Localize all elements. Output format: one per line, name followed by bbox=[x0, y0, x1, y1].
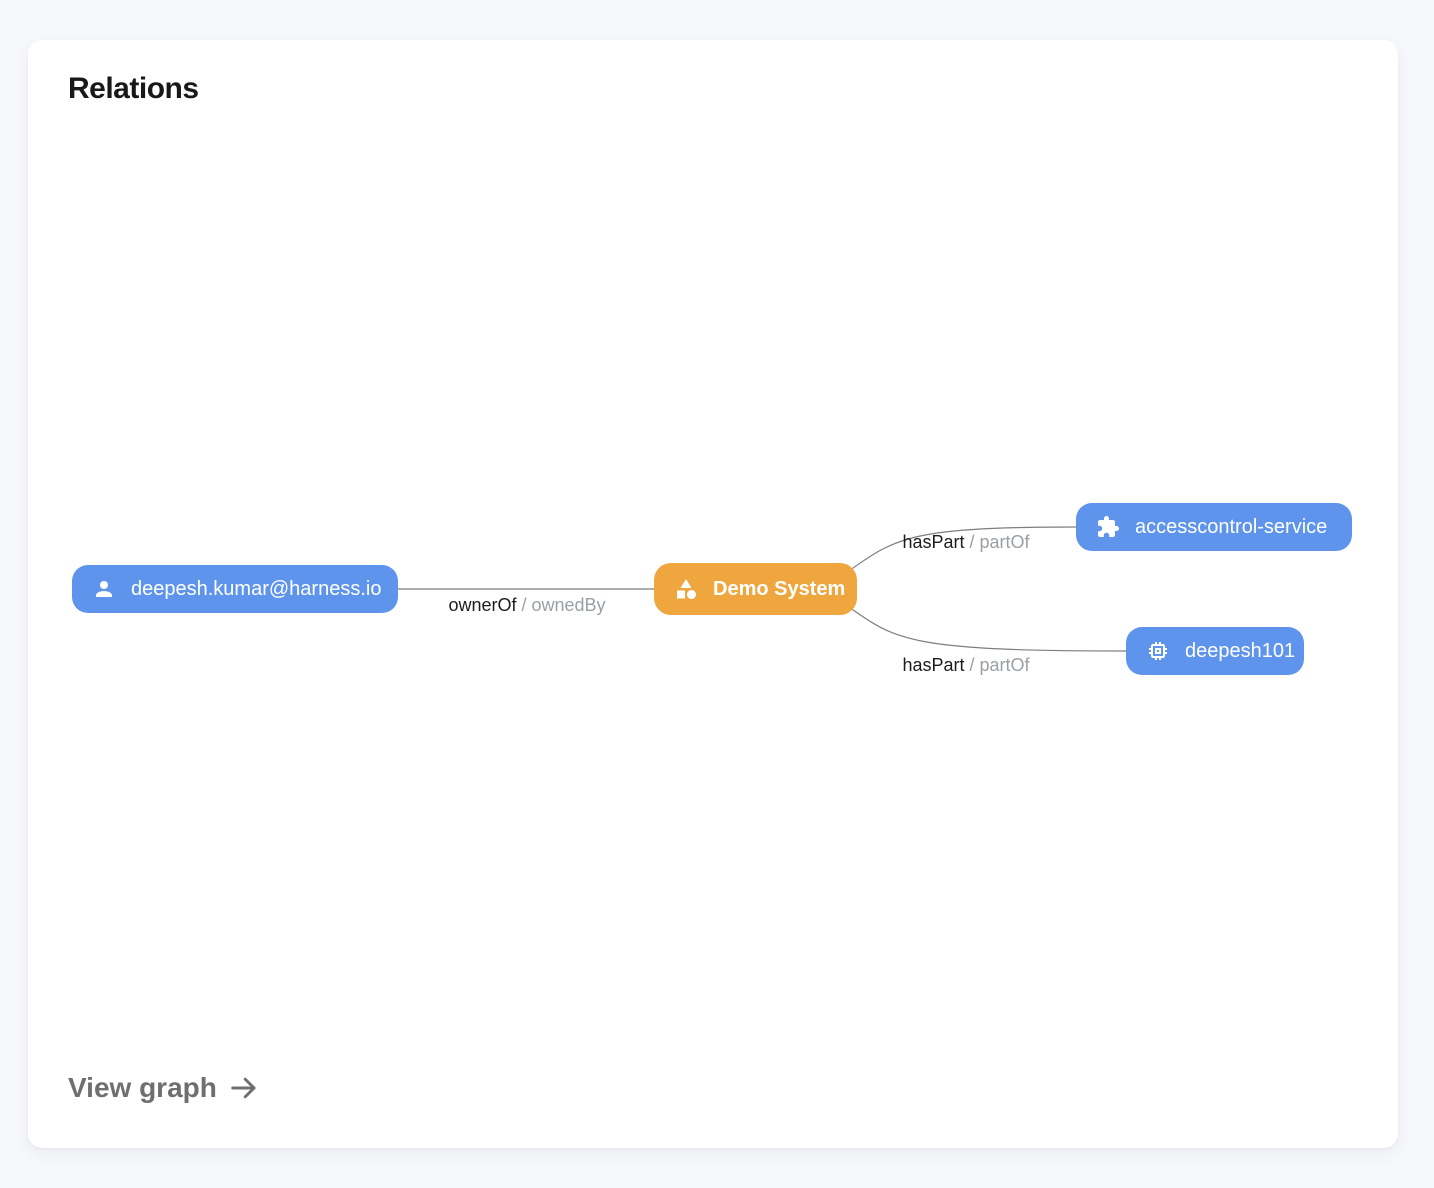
node-label: Demo System bbox=[713, 577, 846, 600]
edge-label-secondary: / partOf bbox=[969, 655, 1030, 675]
node-service[interactable]: accesscontrol-service bbox=[1076, 503, 1352, 551]
edge-label-secondary: / partOf bbox=[969, 532, 1030, 552]
edge-label-primary: hasPart bbox=[902, 532, 965, 552]
node-label: accesscontrol-service bbox=[1135, 515, 1328, 538]
edge-label-haspart-bottom: hasPart/ partOf bbox=[902, 655, 1029, 676]
arrow-right-icon bbox=[231, 1077, 256, 1099]
node-label: deepesh.kumar@harness.io bbox=[131, 577, 382, 600]
edge-label-owner: ownerOf/ ownedBy bbox=[448, 595, 605, 616]
relations-card: Relations deepesh.kumar@harness.io Demo … bbox=[28, 40, 1398, 1148]
view-graph-label: View graph bbox=[68, 1072, 217, 1103]
memory-icon bbox=[1146, 639, 1170, 663]
category-icon bbox=[674, 577, 698, 601]
card-title: Relations bbox=[68, 72, 199, 105]
person-icon bbox=[92, 577, 116, 601]
edge-label-primary: ownerOf bbox=[448, 595, 517, 615]
edge-label-secondary: / ownedBy bbox=[521, 595, 606, 615]
view-graph-link[interactable]: View graph bbox=[68, 1072, 259, 1104]
node-system[interactable]: Demo System bbox=[654, 563, 857, 615]
node-label: deepesh101 bbox=[1185, 639, 1296, 662]
node-component[interactable]: deepesh101 bbox=[1126, 627, 1304, 675]
edge-label-primary: hasPart bbox=[902, 655, 965, 675]
node-user[interactable]: deepesh.kumar@harness.io bbox=[72, 565, 398, 613]
edge-label-haspart-top: hasPart/ partOf bbox=[902, 532, 1029, 553]
extension-icon bbox=[1096, 515, 1120, 539]
edge-haspart-bottom-line bbox=[848, 606, 1127, 652]
